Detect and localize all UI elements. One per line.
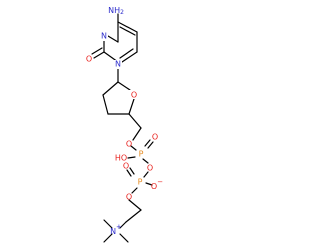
bond	[143, 171, 149, 178]
quaternary-nitrogen-label: N+	[110, 223, 122, 236]
p2-double-oxygen-label: O	[123, 162, 129, 171]
bond	[130, 145, 137, 151]
bridge-oxygen-label: O	[147, 164, 153, 173]
n1-label: N	[115, 60, 121, 69]
anionic-oxygen-label: O−	[151, 178, 163, 191]
amine-label: NH2	[108, 6, 124, 16]
bond	[117, 21, 138, 33]
bond	[93, 51, 105, 59]
bond	[128, 113, 142, 129]
bond	[127, 156, 136, 159]
label-bg	[129, 90, 138, 99]
bond	[91, 47, 103, 55]
label-bg	[100, 32, 108, 41]
bond	[125, 209, 142, 223]
bond	[128, 199, 142, 211]
bond	[103, 233, 113, 243]
phosphorus-1-label: P	[139, 150, 144, 159]
phosphorus-2-label: P	[138, 178, 143, 187]
p1-double-oxygen-label: O	[152, 133, 158, 142]
label-bg	[114, 60, 122, 69]
bond	[131, 187, 138, 194]
bond	[126, 169, 132, 177]
bond	[147, 141, 154, 149]
bond	[119, 48, 134, 59]
bond	[132, 127, 142, 141]
bond	[119, 221, 127, 229]
ring-oxygen-label: O	[131, 91, 137, 100]
bonds	[91, 13, 154, 243]
bond	[102, 81, 119, 96]
bond	[117, 81, 131, 91]
bond	[129, 167, 135, 175]
n3-label: N	[101, 32, 107, 41]
bond	[144, 139, 151, 147]
bond	[142, 158, 149, 164]
atom-labels: NH2 N O N O O P O HO O P O O− O N+	[86, 6, 163, 236]
hydroxyl-label: HO	[115, 154, 127, 163]
bond	[119, 26, 136, 36]
bond	[128, 98, 135, 115]
molecule-diagram: NH2 N O N O O P O HO O P O O− O N+	[86, 6, 163, 243]
bond	[103, 219, 113, 229]
bond	[102, 94, 109, 115]
ester-oxygen-1-label: O	[126, 140, 132, 149]
bond	[145, 182, 153, 186]
carbonyl-oxygen-label: O	[86, 55, 92, 64]
ester-oxygen-2-label: O	[126, 193, 132, 202]
bond	[121, 51, 138, 63]
bond	[107, 35, 119, 43]
structure-svg: NH2 N O N O O P O HO O P O O− O N+	[86, 6, 163, 243]
bond	[119, 233, 129, 243]
